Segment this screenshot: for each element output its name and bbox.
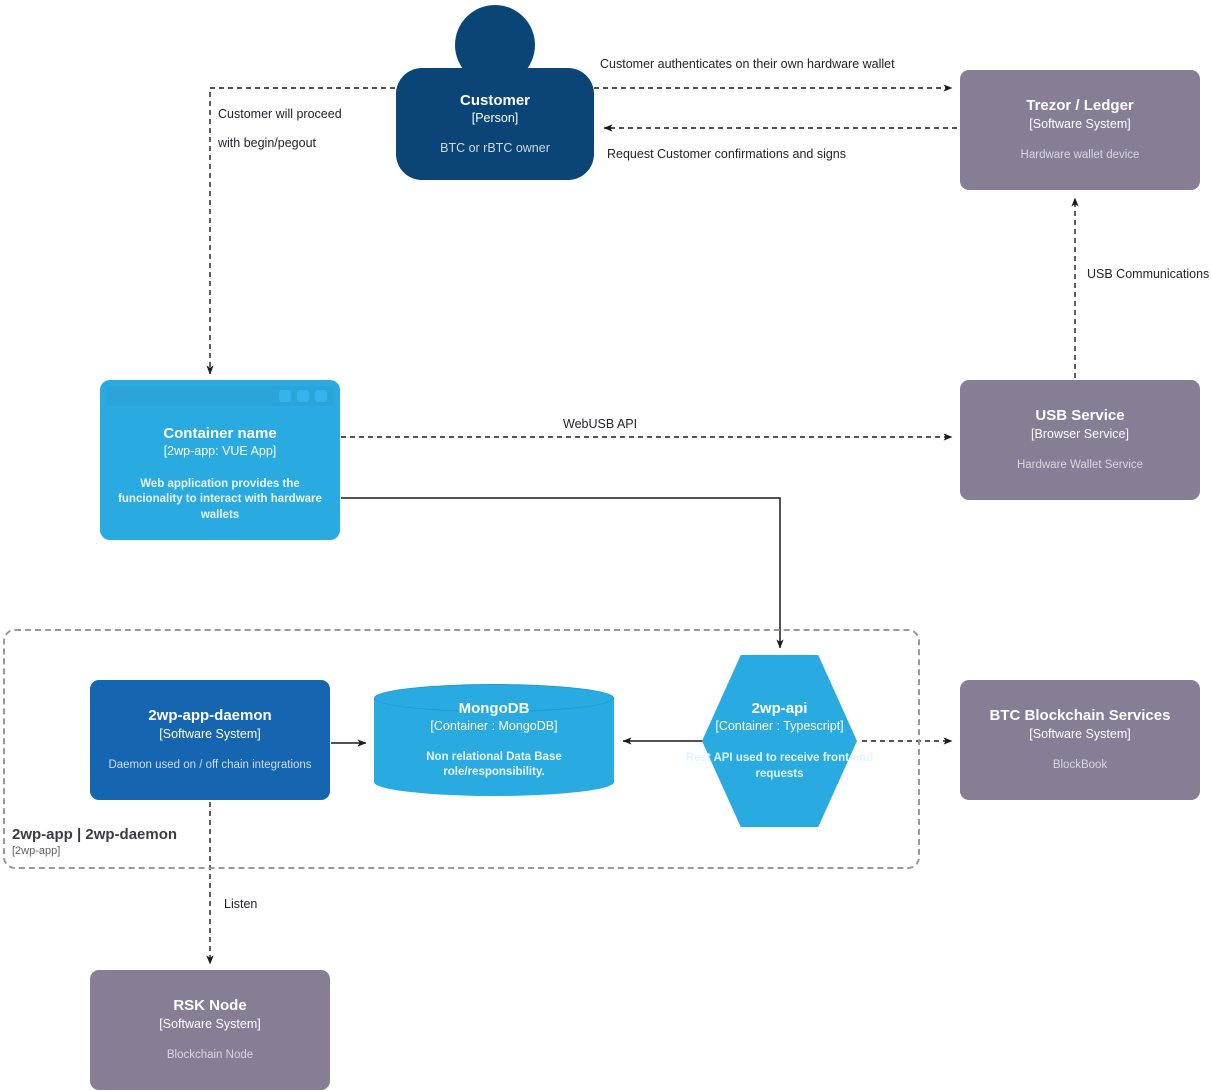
trezor-type: [Software System]: [1029, 116, 1131, 131]
boundary-type: [2wp-app]: [12, 845, 61, 857]
edge-vueapp-to-api: [341, 497, 784, 649]
browser-title-bar: [106, 386, 334, 406]
edge-label-daemon-to-rsknode: Listen: [224, 897, 258, 911]
usbservice-type: [Browser Service]: [1031, 426, 1129, 441]
window-dot-icon: [315, 390, 327, 402]
btcservices-title: BTC Blockchain Services: [989, 706, 1171, 724]
rsknode-title: RSK Node: [173, 996, 247, 1014]
daemon-title: 2wp-app-daemon: [148, 706, 272, 724]
vueapp-title: Container name: [163, 424, 277, 442]
rsknode-type: [Software System]: [159, 1016, 261, 1031]
vueapp-description: Web application provides the funcionalit…: [118, 477, 322, 521]
api-description: Rest API used to receive front-end reque…: [685, 752, 874, 780]
window-dot-icon: [279, 390, 291, 402]
edge-customer-to-vueapp: [206, 87, 404, 375]
edge-label-customer-to-vueapp-line2: with begin/pegout: [218, 136, 316, 150]
customer-description: BTC or rBTC owner: [440, 140, 550, 155]
edge-label-customer-to-vueapp-line1: Customer will proceed: [218, 107, 342, 121]
node-usb-service[interactable]: USB Service [Browser Service] Hardware W…: [960, 380, 1200, 500]
mongodb-title: MongoDB: [458, 700, 530, 718]
usbservice-description: Hardware Wallet Service: [1016, 459, 1144, 472]
mongodb-type: [Container : MongoDB]: [430, 719, 558, 734]
mongodb-content: MongoDB [Container : MongoDB] Non relati…: [374, 684, 614, 796]
daemon-description: Daemon used on / off chain integrations: [108, 759, 312, 772]
vueapp-type: [2wp-app: VUE App]: [163, 444, 277, 459]
window-dot-icon: [297, 390, 309, 402]
node-2wp-app-daemon[interactable]: 2wp-app-daemon [Software System] Daemon …: [90, 680, 330, 800]
cylinder-body: [374, 698, 614, 782]
daemon-type: [Software System]: [159, 726, 261, 741]
api-content: 2wp-api [Container : Typescript] Rest AP…: [677, 655, 882, 827]
edge-label-customer-to-trezor: Customer authenticates on their own hard…: [600, 57, 895, 71]
boundary-name: 2wp-app | 2wp-daemon: [12, 826, 178, 843]
customer-type: [Person]: [471, 111, 519, 126]
btcservices-type: [Software System]: [1029, 726, 1131, 741]
node-btc-blockchain-services[interactable]: BTC Blockchain Services [Software System…: [960, 680, 1200, 800]
edge-label-usbservice-to-trezor: USB Communications: [1087, 267, 1210, 281]
browser-content: Container name [2wp-app: VUE App] Web ap…: [106, 411, 334, 537]
node-vue-app[interactable]: Container name [2wp-app: VUE App] Web ap…: [100, 380, 340, 540]
node-rsk-node[interactable]: RSK Node [Software System] Blockchain No…: [90, 970, 330, 1090]
boundary-2wp-app: [3, 629, 920, 869]
node-customer[interactable]: Customer [Person] BTC or rBTC owner: [396, 68, 594, 180]
boundary-label: 2wp-app | 2wp-daemon [2wp-app]: [12, 826, 177, 857]
customer-title: Customer: [459, 91, 530, 109]
cylinder-top: [374, 684, 614, 712]
rsknode-description: Blockchain Node: [166, 1049, 254, 1062]
edge-label-vueapp-to-usbservice: WebUSB API: [563, 417, 638, 431]
node-trezor-ledger[interactable]: Trezor / Ledger [Software System] Hardwa…: [960, 70, 1200, 190]
mongodb-description: Non relational Data Base role/responsibi…: [426, 751, 562, 778]
usbservice-title: USB Service: [1035, 406, 1125, 424]
btcservices-description: BlockBook: [1052, 759, 1108, 772]
trezor-description: Hardware wallet device: [1020, 149, 1140, 162]
node-mongodb[interactable]: MongoDB [Container : MongoDB] Non relati…: [374, 684, 614, 796]
api-title: 2wp-api: [751, 699, 808, 717]
edge-label-trezor-to-customer: Request Customer confirmations and signs: [607, 147, 847, 161]
trezor-title: Trezor / Ledger: [1026, 96, 1134, 114]
node-2wp-api[interactable]: 2wp-api [Container : Typescript] Rest AP…: [686, 655, 873, 827]
api-type: [Container : Typescript]: [715, 718, 844, 733]
